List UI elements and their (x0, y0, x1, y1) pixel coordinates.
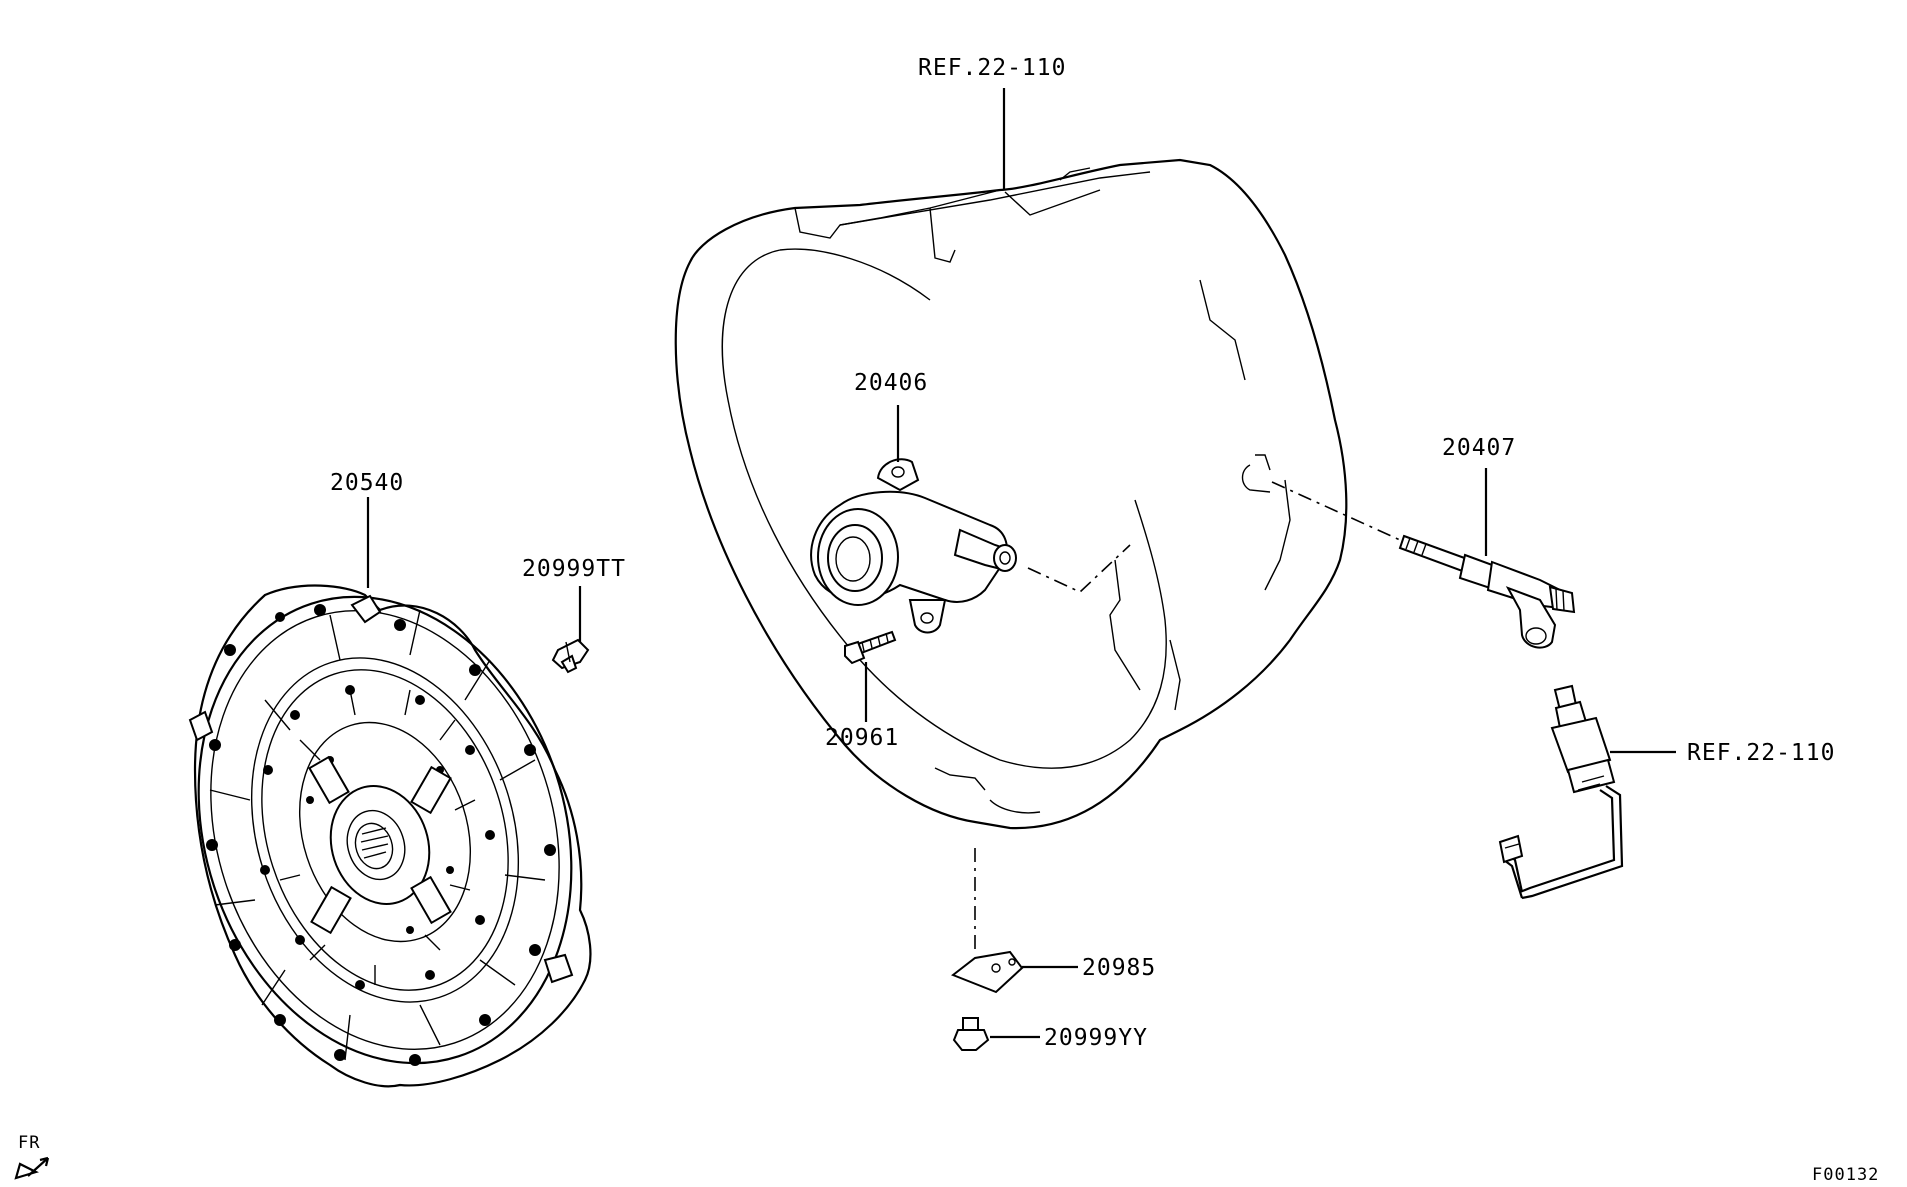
label-20999yy: 20999YY (1044, 1025, 1148, 1051)
callout-ref-right: REF.22-110 (1610, 740, 1835, 766)
callout-20406: 20406 (854, 370, 928, 462)
master-cylinder-pipe (1498, 684, 1624, 900)
release-bearing-20406 (810, 458, 1017, 634)
bolt-20999tt (551, 638, 590, 674)
label-20999tt: 20999TT (522, 556, 626, 582)
label-20961: 20961 (825, 725, 899, 751)
figure-code: F00132 (1812, 1165, 1879, 1185)
transmission-housing (674, 158, 1348, 830)
clutch-assembly-20540 (188, 584, 592, 1088)
fr-label: FR (18, 1133, 40, 1153)
label-20985: 20985 (1082, 955, 1156, 981)
callout-20985: 20985 (1022, 955, 1156, 981)
ref-right-label: REF.22-110 (1687, 740, 1835, 766)
callout-20407: 20407 (1442, 435, 1516, 556)
arrow-icon (14, 1156, 50, 1180)
clutch-hose-20407 (1271, 481, 1576, 649)
callout-20999yy: 20999YY (990, 1025, 1148, 1051)
bracket-20985 (950, 848, 1024, 994)
callout-20961: 20961 (825, 662, 899, 751)
label-20406: 20406 (854, 370, 928, 396)
label-20407: 20407 (1442, 435, 1516, 461)
label-20540: 20540 (330, 470, 404, 496)
callout-ref-top: REF.22-110 (918, 55, 1066, 190)
front-direction-indicator: FR (14, 1133, 50, 1180)
callout-20999tt: 20999TT (522, 556, 626, 642)
callout-20540: 20540 (330, 470, 404, 588)
bolt-20961 (844, 630, 897, 665)
bolt-20999yy (952, 1017, 990, 1051)
ref-top-label: REF.22-110 (918, 55, 1066, 81)
